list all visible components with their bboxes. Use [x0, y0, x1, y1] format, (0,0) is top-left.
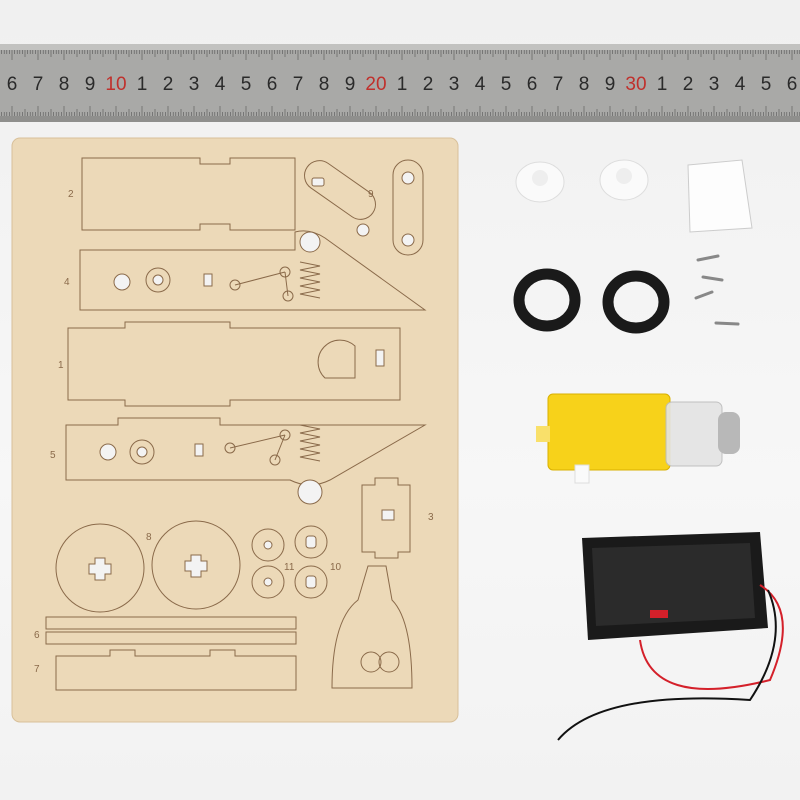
ruler-label: 9 [605, 74, 616, 95]
adhesive-pad [687, 159, 753, 233]
part-number-2: 2 [68, 189, 74, 200]
ruler-label: 2 [163, 74, 174, 95]
ruler-label: 20 [365, 74, 386, 95]
ruler-label: 2 [423, 74, 434, 95]
part-number-9: 9 [368, 189, 374, 200]
part-number-7: 7 [34, 664, 40, 675]
ruler-label: 3 [189, 74, 200, 95]
part-number-5: 5 [50, 450, 56, 461]
ruler-label: 7 [553, 74, 564, 95]
ruler-label: 1 [397, 74, 408, 95]
ruler-label: 9 [85, 74, 96, 95]
rubber-tires [513, 268, 670, 334]
part-number-8: 8 [146, 532, 152, 543]
part-number-4: 4 [64, 277, 70, 288]
ruler-label: 8 [579, 74, 590, 95]
ruler-label: 3 [449, 74, 460, 95]
gear-motor [536, 393, 740, 484]
part-number-6: 6 [34, 630, 40, 641]
ruler-label: 6 [527, 74, 538, 95]
ruler-label: 8 [59, 74, 70, 95]
ruler-label: 4 [215, 74, 226, 95]
ruler-label: 7 [33, 74, 44, 95]
part-number-10: 10 [330, 562, 342, 573]
ruler-label: 30 [625, 74, 646, 95]
part-number-1: 1 [58, 360, 64, 371]
ruler-label: 2 [683, 74, 694, 95]
part-number-3: 3 [428, 512, 434, 523]
ruler-label: 4 [475, 74, 486, 95]
ruler-label: 1 [137, 74, 148, 95]
ruler-label: 5 [501, 74, 512, 95]
ruler-label: 6 [7, 74, 18, 95]
part-number-11: 11 [284, 562, 295, 573]
screws [694, 254, 740, 326]
ruler-label: 5 [241, 74, 252, 95]
ruler-label: 6 [787, 74, 798, 95]
ruler-label: 7 [293, 74, 304, 95]
ruler-label: 5 [761, 74, 772, 95]
ruler-label: 10 [105, 74, 126, 95]
wood-board: 2 9 4 1 5 8 3 10 11 6 7 [11, 137, 459, 723]
ruler-label: 8 [319, 74, 330, 95]
ruler-label: 3 [709, 74, 720, 95]
ruler-label: 4 [735, 74, 746, 95]
ruler-label: 6 [267, 74, 278, 95]
ruler-label: 1 [657, 74, 668, 95]
ruler-label: 9 [345, 74, 356, 95]
wheel-hubs [515, 159, 649, 203]
battery-holder [557, 532, 784, 741]
